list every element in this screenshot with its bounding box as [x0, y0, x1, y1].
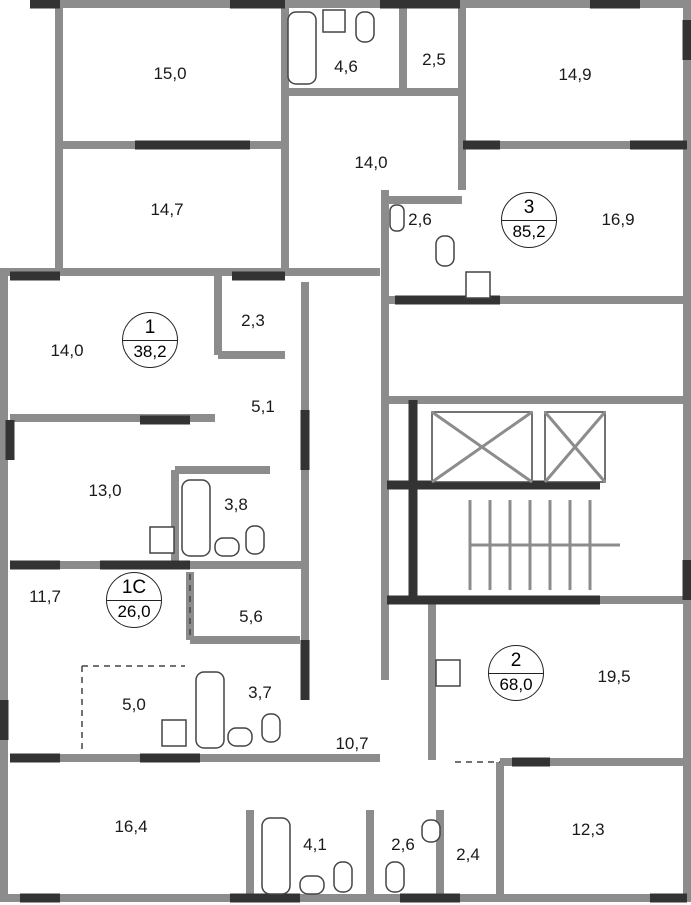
room-area: 16,4	[114, 817, 148, 836]
room-area: 4,6	[334, 57, 358, 76]
room-area: 2,6	[391, 835, 415, 854]
room-area: 2,4	[456, 845, 480, 864]
apartment-total-area: 68,0	[499, 675, 533, 694]
room-area: 13,0	[88, 481, 122, 500]
apartment-total-area: 38,2	[133, 342, 167, 361]
room-area: 2,5	[422, 50, 446, 69]
apartment-badge: 1С 26,0	[106, 572, 162, 628]
room-area: 14,0	[354, 153, 388, 172]
toilets	[245, 11, 455, 893]
stairs	[468, 500, 620, 590]
elevators	[431, 410, 607, 484]
room-area: 16,9	[601, 210, 635, 229]
apartment-number: 1С	[121, 577, 147, 598]
room-area: 14,0	[50, 341, 84, 360]
room-area: 2,3	[241, 311, 265, 330]
room-area: 5,0	[122, 695, 146, 714]
room-area: 3,7	[248, 683, 272, 702]
room-area: 3,8	[224, 495, 248, 514]
apartment-number: 2	[510, 650, 522, 671]
room-area: 14,7	[150, 200, 184, 219]
apartment-number: 3	[523, 197, 535, 218]
room-area: 5,1	[251, 397, 275, 416]
bathtubs	[181, 11, 317, 895]
apartment-total-area: 26,0	[117, 602, 151, 621]
apartment-number: 1	[144, 317, 156, 338]
room-area: 14,9	[558, 65, 592, 84]
room-area: 10,7	[335, 734, 369, 753]
room-area: 15,0	[153, 64, 187, 83]
room-area: 12,3	[571, 820, 605, 839]
sinks	[149, 9, 491, 895]
apartment-total-area: 85,2	[512, 222, 546, 241]
room-area: 5,6	[239, 607, 263, 626]
room-area: 4,1	[303, 835, 327, 854]
room-area: 19,5	[597, 667, 631, 686]
room-area: 2,6	[408, 210, 432, 229]
room-area: 11,7	[29, 587, 61, 606]
